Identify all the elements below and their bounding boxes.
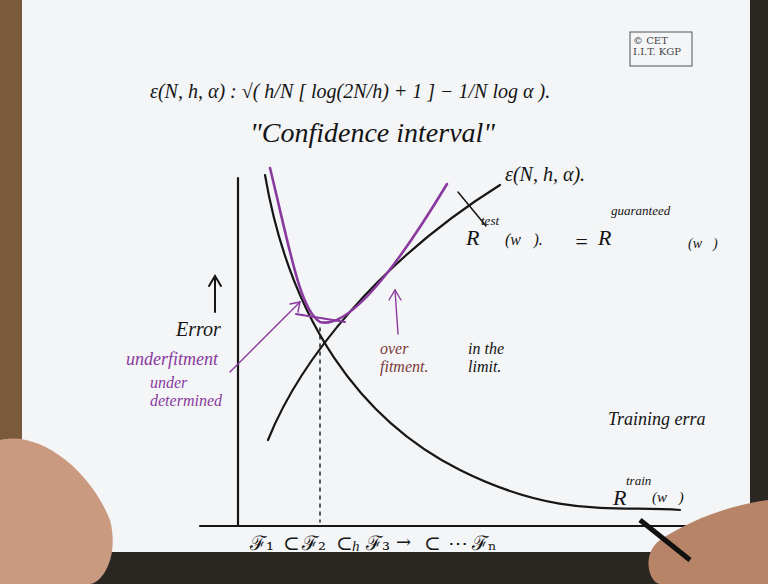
symbol: (w⃗). bbox=[505, 231, 543, 249]
confidence-interval-curve bbox=[268, 185, 500, 440]
watermark: © CET I.I.T. KGP bbox=[633, 35, 689, 57]
test-error-curve bbox=[270, 168, 447, 323]
symbol: (w⃗) bbox=[688, 236, 718, 251]
optimum-dotted-line bbox=[319, 328, 320, 522]
pen bbox=[640, 520, 690, 560]
note: over fitment. bbox=[380, 340, 442, 375]
axis-tick: ℱ₂ bbox=[302, 532, 326, 554]
formula: ε(N, h, α) : √( h/N [ log(2N/h) + 1 ] − … bbox=[150, 80, 550, 102]
symbol: = bbox=[574, 230, 589, 254]
note: underfitment bbox=[126, 350, 218, 370]
arrowhead bbox=[389, 290, 401, 300]
y-axis bbox=[237, 178, 239, 526]
tangent-mark bbox=[296, 314, 345, 322]
error-arrow bbox=[214, 278, 216, 312]
symbol: (w⃗) bbox=[652, 489, 684, 506]
hand bbox=[0, 438, 113, 584]
note: under determined bbox=[150, 374, 228, 409]
axis-tick: ℱₙ bbox=[472, 532, 497, 554]
arrowhead bbox=[290, 302, 300, 312]
training-error-curve bbox=[265, 175, 680, 510]
x-axis bbox=[200, 525, 705, 527]
superscript: train bbox=[626, 474, 651, 488]
symbol: R bbox=[613, 486, 626, 510]
curve-label: Training erra bbox=[608, 410, 706, 430]
axis-label: Error bbox=[176, 318, 221, 340]
axis-tick: ℱ₃ bbox=[366, 532, 390, 554]
error-arrowhead bbox=[209, 276, 221, 286]
axis-tick: h bbox=[352, 538, 360, 555]
axis-tick: ℱ₁ bbox=[250, 532, 274, 554]
axis-tick: ⊂ bbox=[424, 532, 441, 554]
superscript: test bbox=[481, 214, 499, 228]
axis-tick: ⋯ bbox=[448, 532, 468, 554]
axis-tick: ⊂ bbox=[283, 532, 300, 554]
superscript: guaranteed bbox=[611, 204, 670, 218]
heading-note: "Confidence interval" bbox=[250, 118, 495, 149]
leader-line bbox=[395, 290, 398, 334]
curve-label: ε(N, h, α). bbox=[505, 163, 585, 185]
watermark-box bbox=[630, 32, 692, 66]
leader-line bbox=[230, 302, 300, 372]
symbol: R bbox=[598, 226, 611, 250]
symbol: R bbox=[466, 226, 479, 250]
note: in the limit. bbox=[468, 340, 530, 375]
axis-tick: → bbox=[396, 532, 411, 552]
axis-tick: ⊂ bbox=[336, 532, 353, 554]
